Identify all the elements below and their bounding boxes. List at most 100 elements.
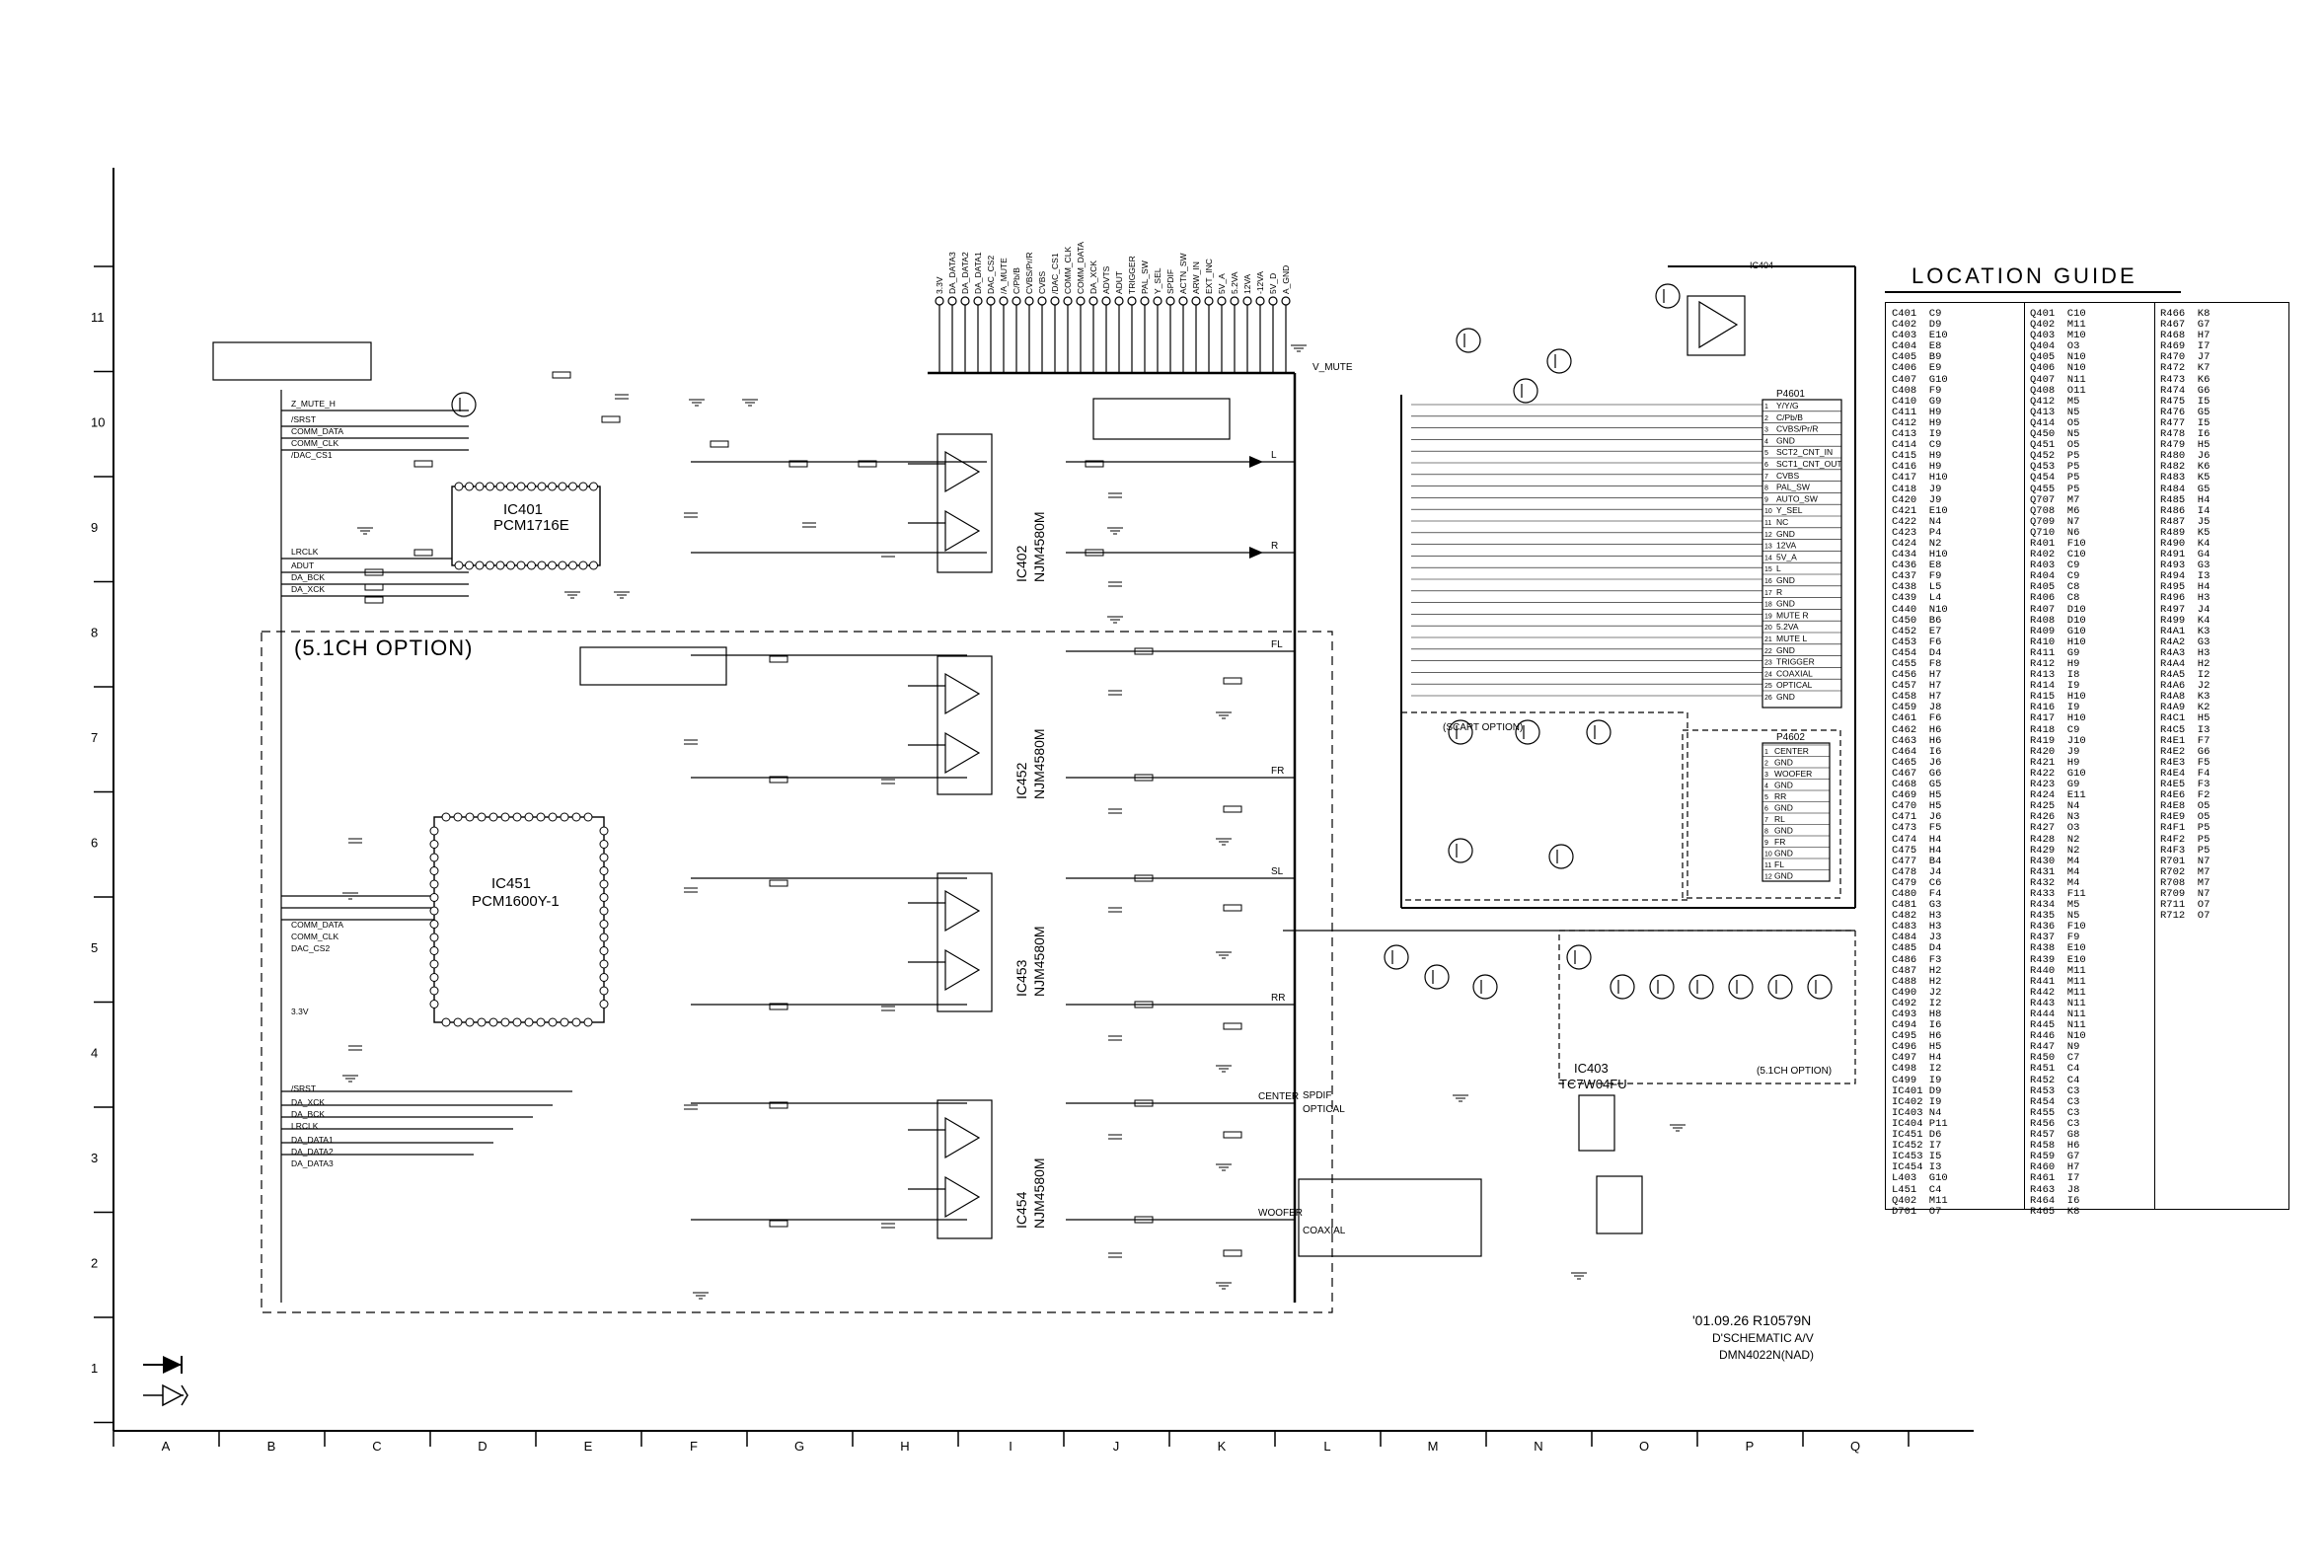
transistor-icon <box>1566 944 1592 970</box>
connector-label: DA_XCK <box>1088 261 1098 294</box>
resistor <box>1134 1001 1154 1008</box>
transistor-icon <box>1807 974 1833 1000</box>
connector-pin <box>1217 296 1227 306</box>
out-label-l: L <box>1271 450 1277 461</box>
connector-pin-number: 6 <box>1764 462 1768 469</box>
ic-pin <box>516 482 526 491</box>
location-guide-divider <box>2154 303 2155 1209</box>
connector-pin-number: 25 <box>1764 683 1772 690</box>
connector-label: TRIGGER <box>1127 256 1137 294</box>
ic-pin <box>465 482 474 491</box>
signal-label: COMM_DATA <box>291 920 343 930</box>
connector-pin <box>1281 296 1291 306</box>
ic454-label: IC454 <box>1013 1191 1029 1229</box>
connector-label: COMM_CLK <box>1063 246 1073 294</box>
ic-pin <box>475 560 485 570</box>
connector-pin-number: 14 <box>1764 555 1772 561</box>
opamp-block <box>937 433 993 573</box>
connector-pin-number: 9 <box>1764 496 1768 503</box>
connector-label: -12VA <box>1255 271 1265 294</box>
connector-pin <box>1230 296 1239 306</box>
connector-pin-label: 5V_A <box>1776 552 1797 561</box>
option-51-small-label: (5.1CH OPTION) <box>1757 1066 1832 1077</box>
connector-pin-number: 22 <box>1764 648 1772 655</box>
ic-pin <box>599 1000 609 1008</box>
ic-pin <box>453 812 463 822</box>
column-label: J <box>1113 1439 1120 1454</box>
ic402-part: NJM4580M <box>1031 511 1047 582</box>
connector-pin-number: 26 <box>1764 695 1772 702</box>
connector-label: /A_MUTE <box>999 258 1009 294</box>
connector-pin <box>1242 296 1252 306</box>
connector-pin <box>947 296 957 306</box>
location-guide-column-2: Q401 C10 Q402 M11 Q403 M10 Q404 O3 Q405 … <box>2030 308 2086 1218</box>
connector-label: CVBS/Pr/R <box>1024 252 1034 294</box>
ic-pin <box>560 1017 569 1027</box>
location-guide-column-3: R466 K8 R467 G7 R468 H7 R469 I7 R470 J7 … <box>2160 308 2211 923</box>
resistor <box>769 1101 788 1109</box>
signal-label: DA_BCK <box>291 1109 325 1119</box>
ic-pin <box>429 920 439 929</box>
ic-pin <box>560 812 569 822</box>
connector-pin-label: Y_SEL <box>1776 505 1803 515</box>
connector-label: DAC_CS2 <box>986 256 996 294</box>
signal-label: LRCLK <box>291 547 319 557</box>
row-label: 5 <box>91 940 98 955</box>
column-label: F <box>690 1439 698 1454</box>
connector-pin-label: GND <box>1774 781 1793 790</box>
resistor <box>769 776 788 784</box>
connector-pin-label: AUTO_SW <box>1776 493 1818 503</box>
ic-pin <box>429 879 439 889</box>
ic-pin <box>599 959 609 969</box>
column-label: A <box>162 1439 171 1454</box>
connector-pin-label: Y/Y/G <box>1776 401 1799 411</box>
connector-pin-label: COAXIAL <box>1776 668 1813 678</box>
transistor-icon <box>1448 838 1473 863</box>
signal-label: /SRST <box>291 1083 316 1093</box>
transistor-icon <box>1610 974 1635 1000</box>
ic-pin <box>429 906 439 916</box>
opamp-block <box>937 872 993 1012</box>
resistor <box>601 415 621 423</box>
resistor <box>1134 774 1154 782</box>
ic452-part: NJM4580M <box>1031 728 1047 799</box>
connector-pin-label: L <box>1776 563 1781 573</box>
connector-label: ADVTS <box>1101 265 1111 294</box>
connector-pin <box>935 296 944 306</box>
transistor-icon <box>1448 719 1473 745</box>
location-guide-column-1: C401 C9 C402 D9 C403 E10 C404 E8 C405 B9… <box>1892 308 1948 1218</box>
ic-pin <box>454 560 464 570</box>
connector-pin-number: 7 <box>1764 474 1768 481</box>
connector-pin-label: GND <box>1774 871 1793 881</box>
column-label: M <box>1428 1439 1439 1454</box>
location-guide-title: LOCATION GUIDE <box>1912 263 2137 288</box>
connector-label: 5V_D <box>1268 273 1278 294</box>
column-label: E <box>584 1439 593 1454</box>
column-label: D <box>478 1439 487 1454</box>
connector-pin-label: FL <box>1774 859 1784 869</box>
scart-option-label: (SCART OPTION) <box>1443 722 1523 733</box>
connector-pin <box>960 296 970 306</box>
connector-pin-label: R <box>1776 587 1782 597</box>
signal-label: DA_BCK <box>291 572 325 582</box>
connector-pin-label: GND <box>1776 529 1795 539</box>
location-guide-table: C401 C9 C402 D9 C403 E10 C404 E8 C405 B9… <box>1885 302 2289 1217</box>
ic-pin <box>583 812 593 822</box>
connector-pin-number: 17 <box>1764 590 1772 597</box>
connector-pin <box>1191 296 1201 306</box>
out-label-fl: FL <box>1271 639 1283 650</box>
out-label-woofer: WOOFER <box>1258 1208 1303 1219</box>
connector-pin <box>973 296 983 306</box>
resistor <box>769 655 788 663</box>
column-label: K <box>1218 1439 1227 1454</box>
connector-pin <box>1037 296 1047 306</box>
p4602-ref: P4602 <box>1776 732 1805 743</box>
connector-pin-label: PAL_SW <box>1776 483 1810 492</box>
row-label: 4 <box>91 1046 98 1061</box>
connector-pin-number: 4 <box>1764 784 1768 790</box>
resistor <box>1085 460 1104 468</box>
connector-label: Y_SEL <box>1153 267 1162 294</box>
ic-pin <box>524 1017 534 1027</box>
option-box-label: (5.1CH OPTION) <box>294 635 473 660</box>
ic-pin <box>429 826 439 836</box>
